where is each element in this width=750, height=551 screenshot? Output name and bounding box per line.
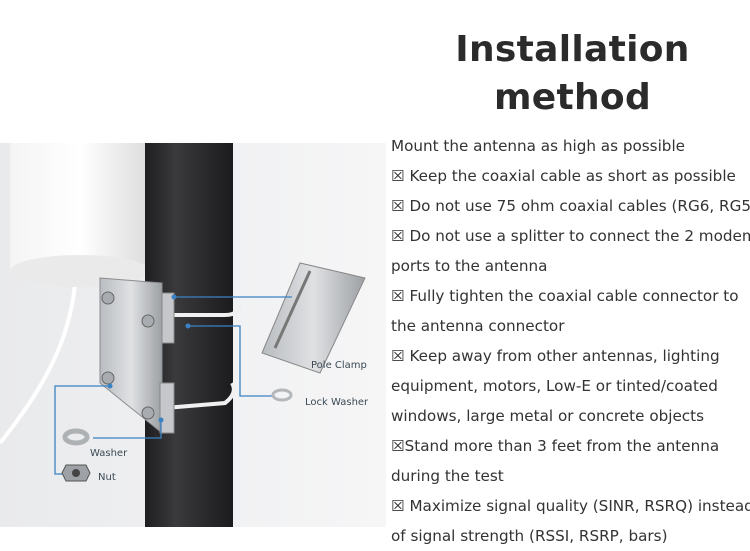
- instruction-line: ☒ Fully tighten the coaxial cable connec…: [391, 287, 739, 305]
- label-washer: Washer: [90, 448, 128, 459]
- instruction-line: ☒ Keep away from other antennas, lightin…: [391, 347, 720, 365]
- instruction-line: windows, large metal or concrete objects: [391, 407, 705, 425]
- instruction-line: ☒ Maximize signal quality (SINR, RSRQ) i…: [391, 497, 750, 515]
- label-lock-washer: Lock Washer: [305, 397, 369, 408]
- u-bolt-bottom: [164, 381, 236, 410]
- lock-washer-part: [271, 388, 293, 402]
- instruction-line: equipment, motors, Low-E or tinted/coate…: [391, 377, 718, 395]
- leader-lines: [54, 296, 292, 475]
- page-title: Installation method: [430, 26, 715, 122]
- installation-photo: Pole Clamp Lock Washer Washer Nut: [0, 143, 386, 527]
- coax-cable: [0, 282, 77, 445]
- instruction-line: during the test: [391, 467, 504, 485]
- label-nut: Nut: [98, 472, 116, 483]
- instruction-line: ☒ Keep the coaxial cable as short as pos…: [391, 167, 736, 185]
- u-bolt-top: [168, 302, 242, 317]
- instruction-line: Mount the antenna as high as possible: [391, 137, 686, 155]
- mounting-bracket: [99, 277, 163, 435]
- instruction-line: ☒ Do not use 75 ohm coaxial cables (RG6,…: [391, 197, 750, 215]
- instruction-line: ☒Stand more than 3 feet from the antenna: [391, 437, 720, 455]
- instruction-line: the antenna connector: [391, 317, 565, 335]
- instruction-line: ports to the antenna: [391, 257, 548, 275]
- label-pole-clamp: Pole Clamp: [311, 360, 367, 371]
- title-line-2: method: [493, 77, 652, 118]
- instruction-line: of signal strength (RSSI, RSRP, bars): [391, 527, 668, 545]
- title-line-1: Installation: [455, 29, 690, 70]
- antenna-body: [10, 143, 150, 287]
- washer-part: [62, 428, 90, 446]
- pole-clamp-part: [261, 262, 366, 374]
- instruction-line: ☒ Do not use a splitter to connect the 2…: [391, 227, 750, 245]
- instruction-list: Mount the antenna as high as possible ☒ …: [391, 131, 750, 551]
